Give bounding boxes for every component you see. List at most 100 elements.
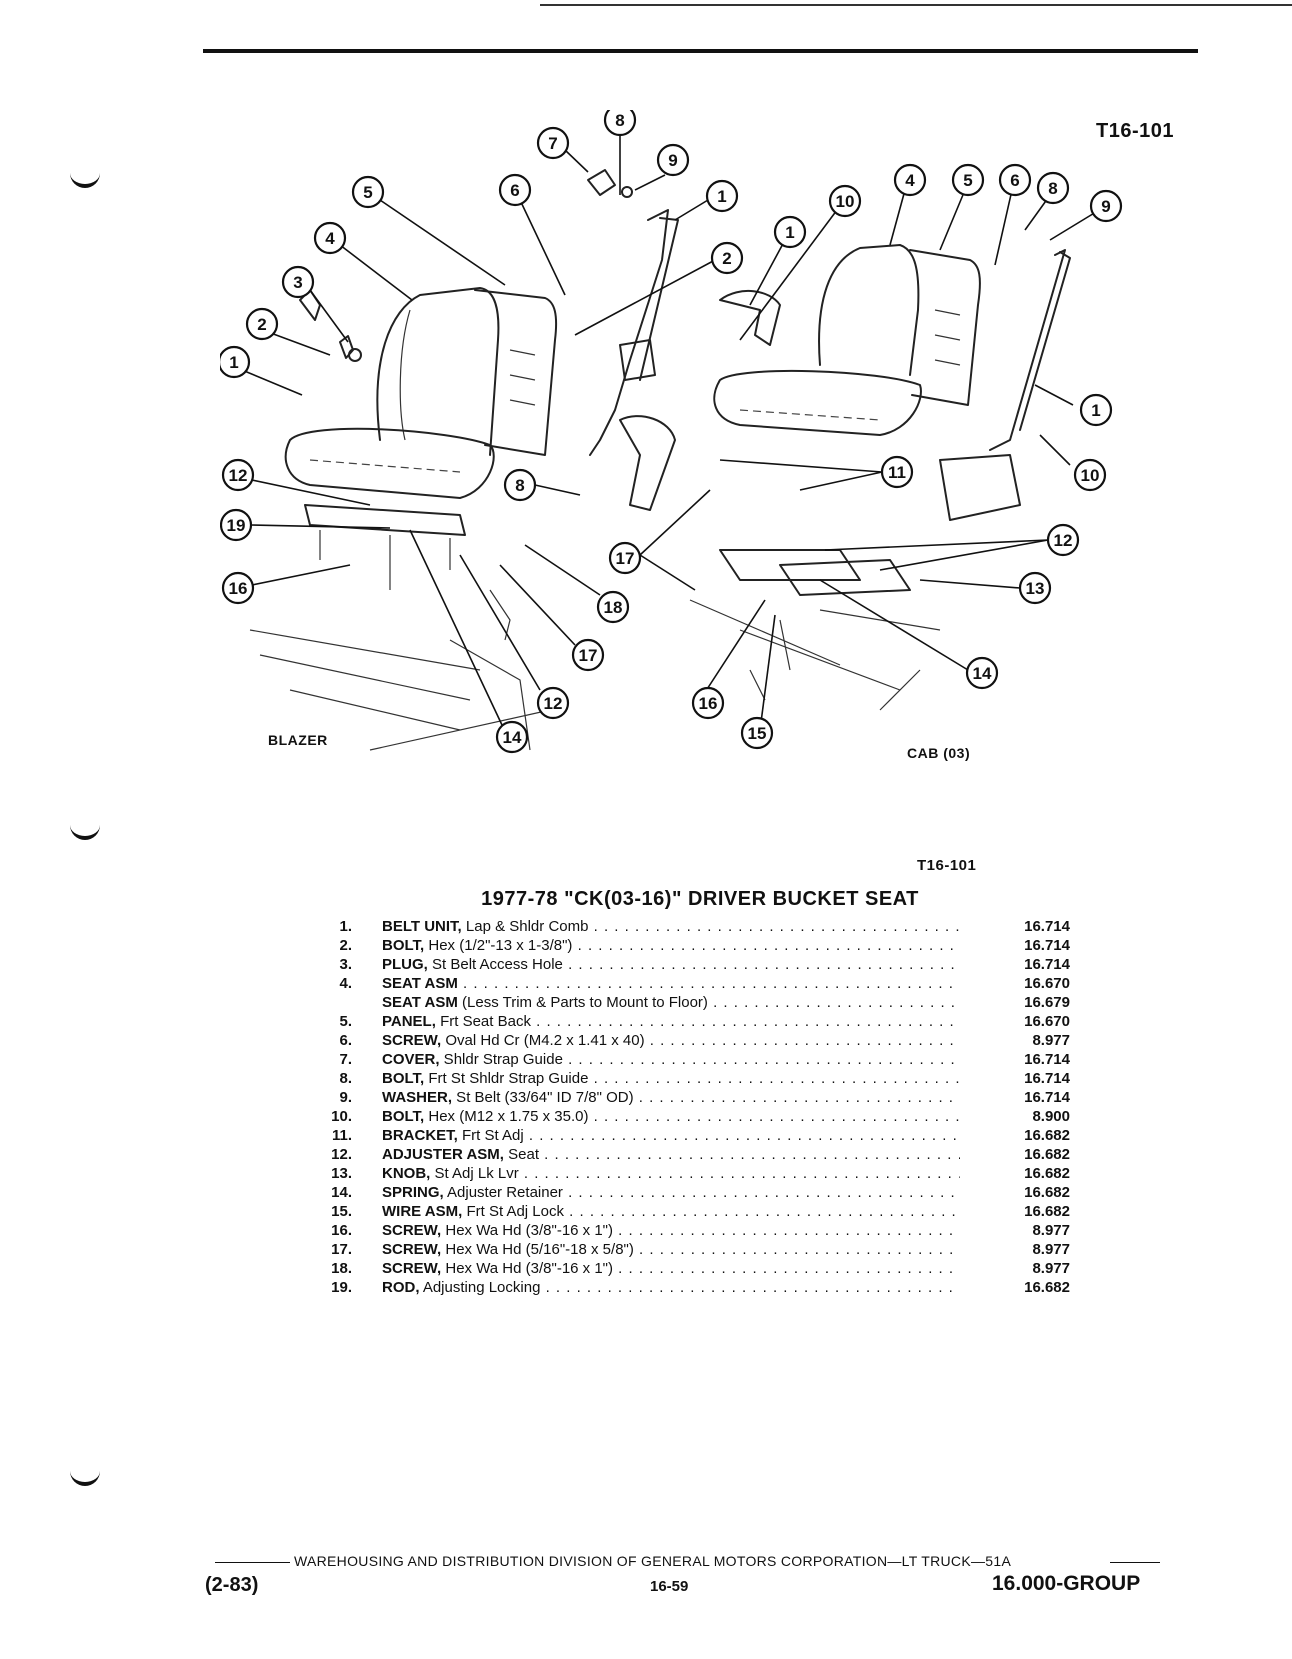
callout-3: 3 [281, 265, 315, 299]
svg-text:17: 17 [579, 646, 598, 665]
part-name: WASHER, [382, 1089, 453, 1106]
group-number: 16.670 [1024, 975, 1070, 992]
group-number: 16.682 [1024, 1203, 1070, 1220]
group-number: 16.682 [1024, 1279, 1070, 1296]
part-description: ADJUSTER ASM, Seat [382, 1145, 960, 1164]
callout-7: 7 [536, 126, 570, 160]
group-number: 16.714 [1024, 937, 1070, 954]
part-name: SCREW, [382, 1260, 442, 1277]
part-number: 1. [339, 918, 352, 935]
group-number: 16.714 [1024, 1051, 1070, 1068]
parts-row: 5.PANEL, Frt Seat Back16.670 [280, 1012, 1070, 1031]
part-number: 13. [331, 1165, 352, 1182]
part-description: BOLT, Hex (M12 x 1.75 x 35.0) [382, 1107, 960, 1126]
footer-date: (2-83) [205, 1574, 259, 1596]
parts-row: 4. SEAT ASM 16.670 [280, 974, 1070, 993]
callout-8: 8 [603, 110, 637, 137]
group-number: 16.679 [1024, 994, 1070, 1011]
header-rule [203, 49, 1198, 53]
part-detail: Frt St Shldr Strap Guide [424, 1070, 589, 1087]
group-number: 8.900 [1032, 1108, 1070, 1125]
callout-6: 6 [998, 163, 1032, 197]
part-detail: St Belt Access Hole [427, 956, 563, 973]
part-description: WIRE ASM, Frt St Adj Lock [382, 1202, 960, 1221]
part-number: 16. [331, 1222, 352, 1239]
callout-2: 2 [710, 241, 744, 275]
svg-text:19: 19 [227, 516, 246, 535]
callout-13: 13 [1018, 571, 1052, 605]
parts-row: 2.BOLT, Hex (1/2"-13 x 1-3/8")16.714 [280, 936, 1070, 955]
svg-text:6: 6 [510, 181, 519, 200]
callout-1: 1 [220, 345, 251, 379]
callout-2: 2 [245, 307, 279, 341]
callout-8: 8 [503, 468, 537, 502]
left-seat-drawing [249, 287, 558, 751]
part-detail: (Less Trim & Parts to Mount to Floor) [457, 994, 708, 1011]
parts-row: SEAT ASM (Less Trim & Parts to Mount to … [280, 993, 1070, 1012]
part-name: SEAT ASM [382, 994, 458, 1011]
callout-5: 5 [951, 163, 985, 197]
part-detail: Seat [503, 1146, 539, 1163]
part-detail: Frt St Adj Lock [462, 1203, 564, 1220]
part-description: WASHER, St Belt (33/64" ID 7/8" OD) [382, 1088, 960, 1107]
svg-text:5: 5 [963, 171, 972, 190]
part-detail: Adjusting Locking [419, 1279, 541, 1296]
part-detail: Shldr Strap Guide [439, 1051, 563, 1068]
svg-text:1: 1 [229, 353, 238, 372]
group-number: 16.682 [1024, 1184, 1070, 1201]
svg-text:16: 16 [699, 694, 718, 713]
part-name: WIRE ASM, [382, 1203, 463, 1220]
parts-row: 19.ROD, Adjusting Locking16.682 [280, 1278, 1070, 1297]
callout-1: 1 [705, 179, 739, 213]
caption-blazer: BLAZER [268, 732, 328, 748]
parts-row: 16.SCREW, Hex Wa Hd (3/8"-16 x 1")8.977 [280, 1221, 1070, 1240]
parts-row: 15.WIRE ASM, Frt St Adj Lock16.682 [280, 1202, 1070, 1221]
footer-rule-left [215, 1562, 290, 1563]
part-number: 7. [339, 1051, 352, 1068]
svg-text:8: 8 [1048, 179, 1057, 198]
part-name: PLUG, [382, 956, 428, 973]
parts-row: 12.ADJUSTER ASM, Seat16.682 [280, 1145, 1070, 1164]
callout-5: 5 [351, 175, 385, 209]
footer-credit: WAREHOUSING AND DISTRIBUTION DIVISION OF… [294, 1553, 1012, 1569]
callout-8: 8 [1036, 171, 1070, 205]
svg-text:8: 8 [615, 111, 624, 130]
parts-list: 1.BELT UNIT, Lap & Shldr Comb16.714 2.BO… [280, 917, 1070, 1297]
part-description: COVER, Shldr Strap Guide [382, 1050, 960, 1069]
svg-text:16: 16 [229, 579, 248, 598]
part-name: KNOB, [382, 1165, 431, 1182]
part-name: BELT UNIT, [382, 918, 462, 935]
callout-4: 4 [893, 163, 927, 197]
parts-row: 6.SCREW, Oval Hd Cr (M4.2 x 1.41 x 40)8.… [280, 1031, 1070, 1050]
leader-lines [241, 130, 1097, 731]
part-description: SEAT ASM [382, 974, 960, 993]
part-number: 14. [331, 1184, 352, 1201]
svg-text:4: 4 [325, 229, 335, 248]
svg-text:18: 18 [604, 598, 623, 617]
part-description: SCREW, Hex Wa Hd (5/16"-18 x 5/8") [382, 1240, 960, 1259]
part-description: SEAT ASM (Less Trim & Parts to Mount to … [382, 993, 960, 1012]
part-name: ROD, [382, 1279, 420, 1296]
part-detail: Hex (1/2"-13 x 1-3/8") [424, 937, 573, 954]
part-number: 10. [331, 1108, 352, 1125]
part-detail: Hex Wa Hd (3/8"-16 x 1") [441, 1260, 613, 1277]
part-number: 4. [339, 975, 352, 992]
svg-text:10: 10 [836, 192, 855, 211]
parts-list-title: 1977-78 "CK(03-16)" DRIVER BUCKET SEAT [481, 888, 919, 910]
callout-6: 6 [498, 173, 532, 207]
group-number: 16.682 [1024, 1127, 1070, 1144]
svg-text:1: 1 [717, 187, 726, 206]
callout-10: 10 [1073, 458, 1107, 492]
margin-mark [70, 170, 100, 188]
part-detail: Lap & Shldr Comb [461, 918, 589, 935]
parts-row: 8.BOLT, Frt St Shldr Strap Guide16.714 [280, 1069, 1070, 1088]
part-name: BOLT, [382, 1108, 425, 1125]
part-description: SCREW, Hex Wa Hd (3/8"-16 x 1") [382, 1259, 960, 1278]
parts-row: 10. BOLT, Hex (M12 x 1.75 x 35.0) 8.900 [280, 1107, 1070, 1126]
callout-circles: 8 7 9 6 1 5 4 2 3 2 1 10 4 5 6 8 9 1 1 1… [220, 110, 1123, 754]
group-number: 16.714 [1024, 1089, 1070, 1106]
svg-text:17: 17 [616, 549, 635, 568]
callout-14: 14 [495, 720, 529, 754]
svg-text:1: 1 [1091, 401, 1100, 420]
callout-18: 18 [596, 590, 630, 624]
